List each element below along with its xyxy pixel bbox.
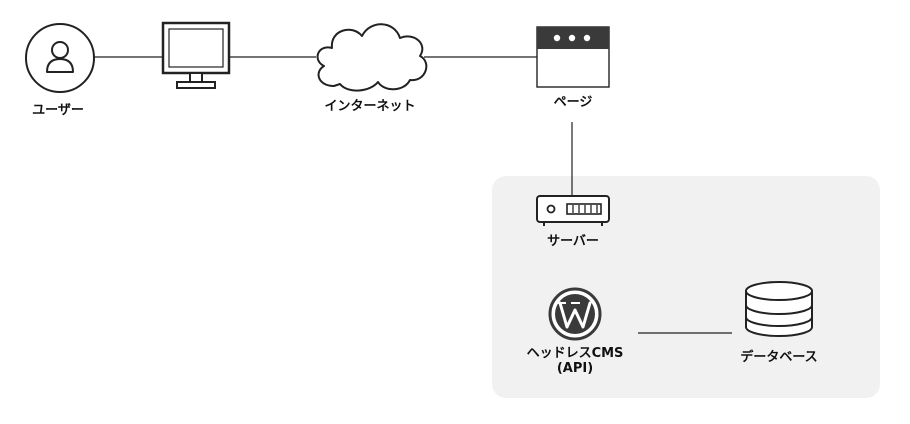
node-server: サーバー [536,195,610,249]
database-label: データベース [740,349,817,365]
monitor-icon [161,21,231,89]
page-label: ページ [554,95,593,110]
wordpress-icon [548,287,602,341]
node-cms: ヘッドレスCMS (API) [527,287,624,376]
server-label: サーバー [547,234,599,249]
node-database: データベース [740,281,818,365]
server-icon [536,195,610,226]
database-icon [745,281,813,337]
browser-window-icon [536,26,610,88]
node-monitor [161,21,231,89]
cloud-icon [316,23,428,92]
node-internet: インターネット [316,23,428,114]
user-icon [25,23,95,93]
node-page: ページ [536,26,610,110]
cms-label-line1: ヘッドレスCMS [527,346,624,361]
user-label: ユーザー [32,103,84,118]
cms-label-line2: (API) [557,361,593,376]
server-group-panel [492,176,880,398]
node-user: ユーザー [25,23,95,118]
connectors [94,56,732,334]
internet-label: インターネット [324,99,415,114]
